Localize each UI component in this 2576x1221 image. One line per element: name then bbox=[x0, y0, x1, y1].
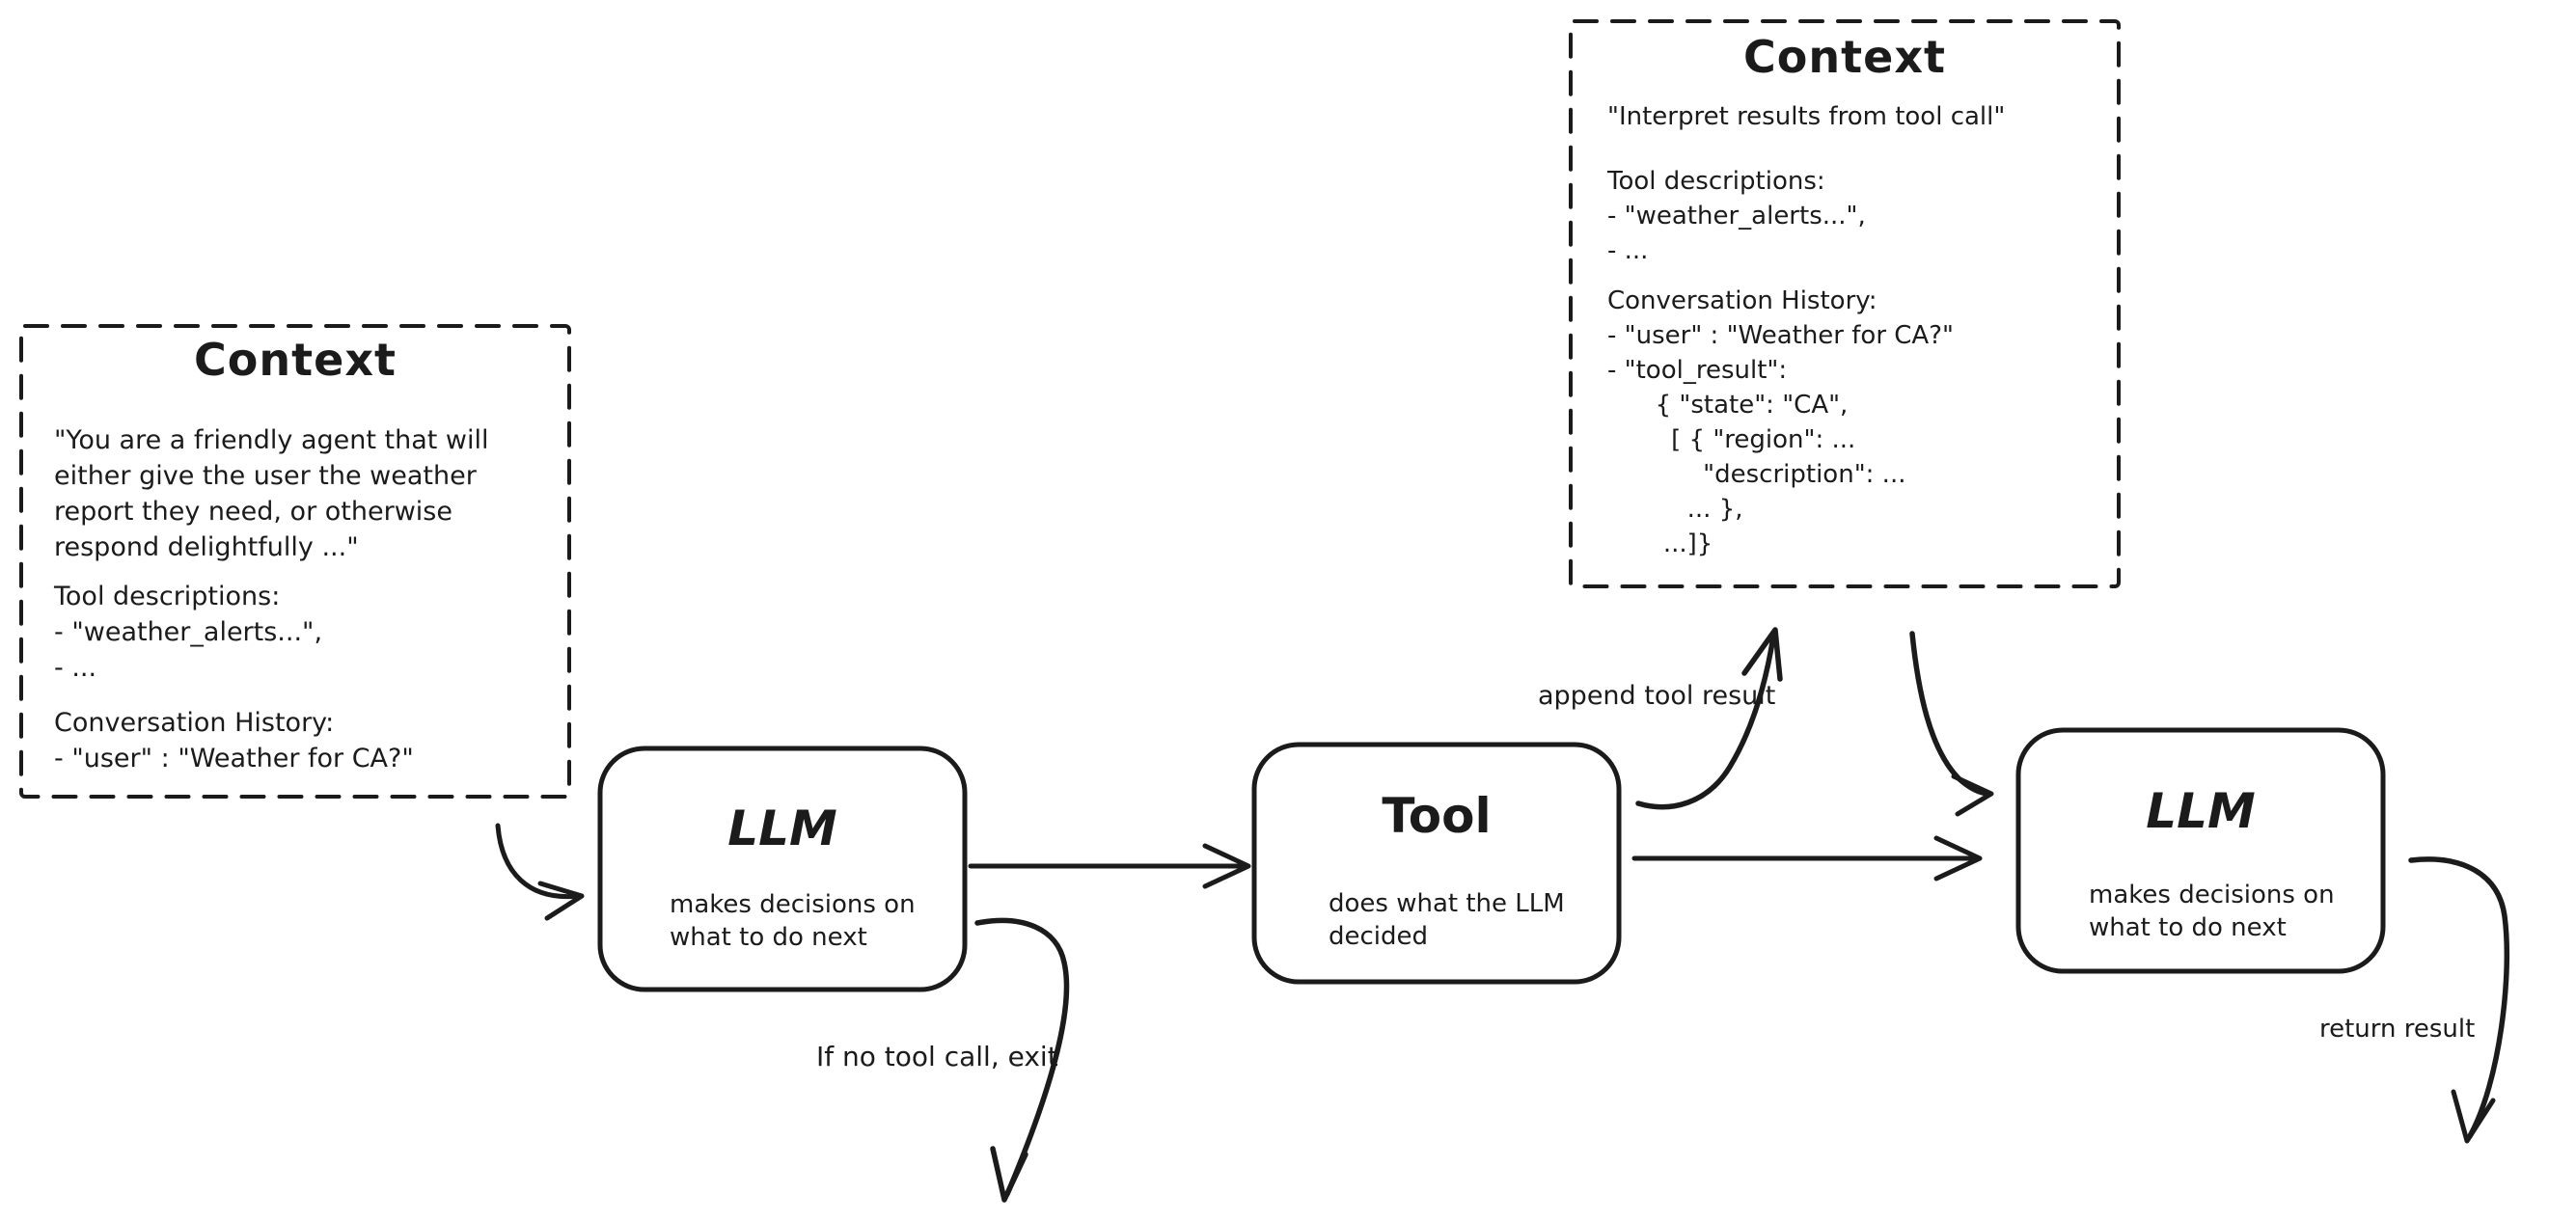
arrow-llm2-return-head bbox=[2451, 1089, 2496, 1144]
llm-node-2-box bbox=[2015, 727, 2386, 974]
context-left-tool-descriptions: Tool descriptions: - "weather_alerts..."… bbox=[54, 582, 323, 683]
context-top-conversation-history: Conversation History: - "user" : "Weathe… bbox=[1607, 286, 1954, 558]
context-top-title: Context bbox=[1743, 31, 1946, 83]
llm-node-1-title: LLM bbox=[727, 800, 837, 856]
arrow-tool-to-llm2-head bbox=[1933, 835, 1983, 882]
edge-label-append-tool-result: append tool result bbox=[1538, 681, 1776, 711]
context-left-conversation-history: Conversation History: - "user" : "Weathe… bbox=[54, 708, 414, 773]
context-top-system-prompt: "Interpret results from tool call" bbox=[1607, 102, 2006, 131]
context-left-title: Context bbox=[194, 334, 397, 386]
arrow-llm1-exit bbox=[974, 917, 1070, 1197]
llm-node-2-subtitle: makes decisions on what to do next bbox=[2089, 881, 2335, 942]
context-top-box bbox=[1569, 19, 2121, 588]
arrow-context-left-to-llm1-head bbox=[537, 881, 585, 921]
context-left-system-prompt: "You are a friendly agent that will eith… bbox=[54, 425, 489, 562]
edge-label-return-result: return result bbox=[2319, 1015, 2476, 1044]
arrow-tool-to-context-top-head bbox=[1741, 627, 1783, 682]
tool-node-subtitle: does what the LLM decided bbox=[1329, 889, 1565, 951]
arrow-llm1-to-tool-head bbox=[1202, 843, 1251, 889]
context-left-box bbox=[19, 324, 571, 799]
tool-node-title: Tool bbox=[1382, 788, 1492, 844]
context-top-tool-descriptions: Tool descriptions: - "weather_alerts..."… bbox=[1607, 167, 1866, 265]
arrow-llm1-exit-head bbox=[990, 1146, 1028, 1203]
arrow-context-left-to-llm1 bbox=[495, 823, 581, 900]
llm-node-1-box bbox=[597, 746, 968, 992]
llm-node-1-subtitle: makes decisions on what to do next bbox=[670, 890, 916, 952]
arrow-context-top-to-llm2 bbox=[1909, 631, 1990, 797]
llm-node-2-title: LLM bbox=[2146, 783, 2256, 839]
arrow-context-top-to-llm2-head bbox=[1951, 773, 1994, 817]
arrow-llm2-return bbox=[2408, 856, 2510, 1139]
tool-node-box bbox=[1251, 742, 1622, 985]
arrow-tool-to-context-top bbox=[1635, 634, 1776, 810]
edge-label-if-no-tool-call-exit: If no tool call, exit bbox=[816, 1041, 1058, 1072]
